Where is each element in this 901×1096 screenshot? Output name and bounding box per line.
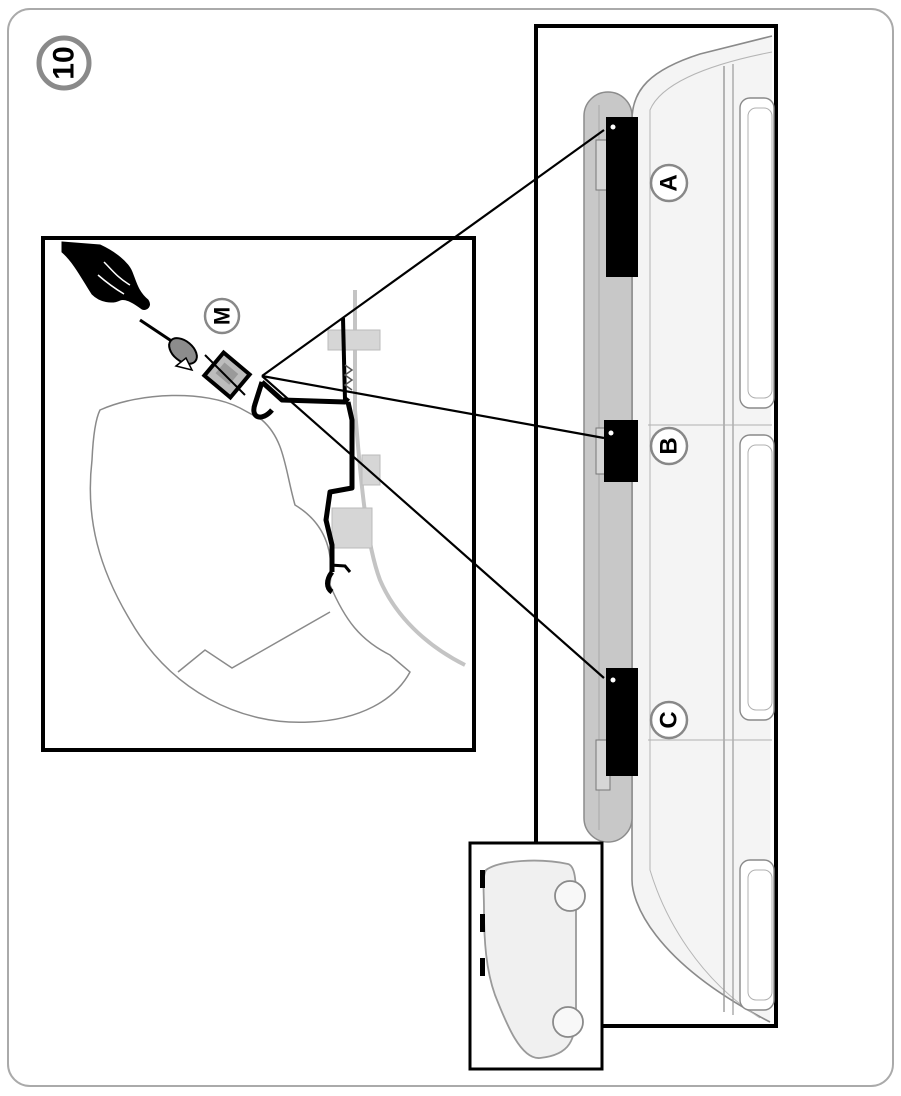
label-a: A: [651, 165, 687, 201]
bracket-b: [596, 420, 638, 482]
svg-text:A: A: [656, 174, 683, 191]
label-b: B: [651, 428, 687, 464]
step-number: 10: [48, 46, 81, 79]
step-badge: 10: [39, 38, 89, 88]
svg-text:C: C: [656, 711, 683, 728]
van-icon: [470, 843, 602, 1069]
van-window: [740, 860, 774, 1010]
label-m: M: [205, 299, 239, 333]
svg-text:M: M: [210, 307, 235, 325]
detail-panel: M: [43, 238, 474, 750]
van-window: [740, 435, 774, 720]
svg-text:B: B: [656, 437, 683, 454]
van-window: [740, 98, 774, 408]
label-c: C: [651, 702, 687, 738]
